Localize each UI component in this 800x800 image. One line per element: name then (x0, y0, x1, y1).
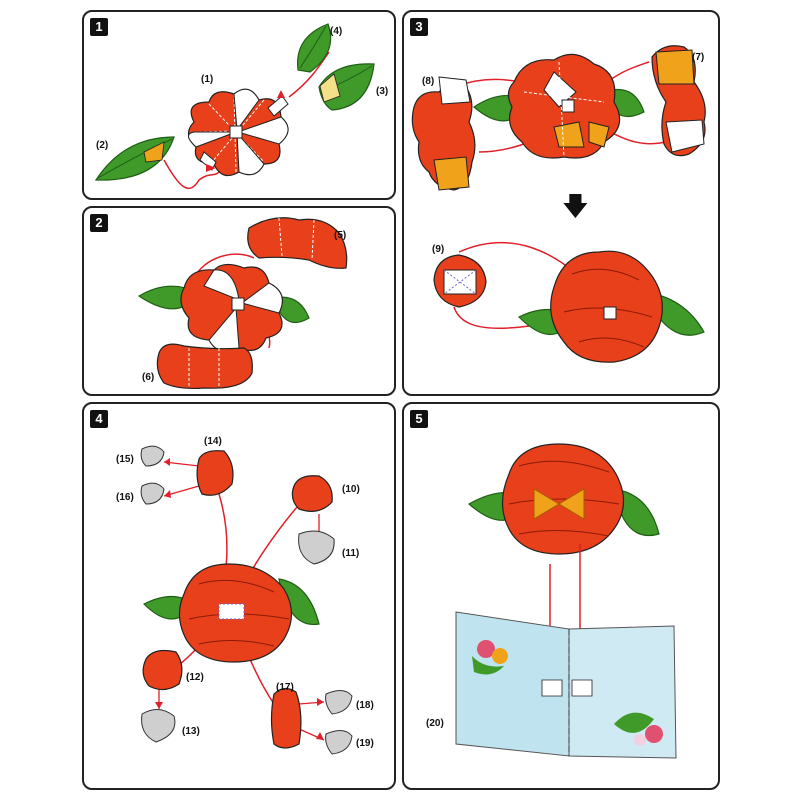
petal-piece (291, 475, 333, 512)
part-label: (19) (356, 738, 374, 749)
assembled-rose (550, 250, 663, 363)
part-label: (17) (276, 682, 294, 693)
leaf-piece (318, 63, 375, 111)
thread-line (163, 159, 220, 190)
part-label: (13) (182, 726, 200, 737)
part-label: (6) (142, 372, 154, 383)
down-arrow-icon: 🡇 (562, 192, 589, 222)
petal-piece (142, 649, 183, 691)
panel-step-1: 1 (82, 10, 396, 200)
part-label: (18) (356, 700, 374, 711)
part-label: (1) (201, 74, 213, 85)
part-label: (11) (342, 548, 359, 559)
flower-base-piece (507, 53, 621, 159)
petal-piece (196, 450, 234, 496)
part-label: (20) (426, 718, 444, 729)
petal-strip-piece (247, 217, 348, 269)
step-number-badge: 4 (90, 410, 108, 428)
panel-step-4: 4 (82, 402, 396, 790)
part-label: (16) (116, 492, 134, 503)
part-label: (4) (330, 26, 342, 37)
assembled-rose (178, 563, 293, 663)
part-label: (10) (342, 484, 360, 495)
step-5-illustration: (20) (426, 443, 677, 759)
panel-step-2: 2 (5) (6) (82, 206, 396, 396)
petal-strip-piece (156, 343, 253, 390)
part-label: (12) (186, 672, 204, 683)
finished-rose (501, 443, 625, 555)
flower-base-piece (187, 88, 289, 177)
part-label: (9) (432, 244, 444, 255)
panel-step-5: 5 (20) (402, 402, 720, 790)
part-label: (7) (692, 52, 704, 63)
step-3-illustration: (8) (7) (9) (411, 45, 706, 363)
step-1-illustration: (1) (2) (3) (4) (94, 23, 388, 190)
grey-petal-piece (141, 709, 176, 743)
leaf-piece (296, 23, 332, 73)
panel-step-3: 3 (402, 10, 720, 396)
petal-piece (270, 687, 302, 749)
step-number-badge: 3 (410, 18, 428, 36)
grey-petal-piece (325, 690, 353, 715)
greeting-card (455, 611, 677, 759)
part-label: (15) (116, 454, 134, 465)
step-2-illustration: (5) (6) (137, 217, 348, 390)
flower-base-piece (180, 263, 283, 353)
grey-petal-piece (325, 730, 353, 755)
step-number-badge: 1 (90, 18, 108, 36)
part-label: (14) (204, 436, 222, 447)
step-4-illustration: (10) (11) (12) (13) (14) (15) (16) (17) … (116, 436, 374, 755)
step-number-badge: 2 (90, 214, 108, 232)
step-number-badge: 5 (410, 410, 428, 428)
part-label: (8) (422, 76, 434, 87)
center-piece (433, 254, 487, 308)
thread-line (288, 51, 330, 98)
part-label: (2) (96, 140, 108, 151)
grey-petal-piece (140, 445, 165, 467)
grey-petal-piece (298, 530, 335, 565)
petal-strip-piece (651, 45, 706, 157)
leaf-piece (94, 136, 175, 181)
part-label: (3) (376, 86, 388, 97)
part-label: (5) (334, 230, 346, 241)
grey-petal-piece (140, 482, 165, 505)
petal-strip-piece (411, 76, 476, 191)
